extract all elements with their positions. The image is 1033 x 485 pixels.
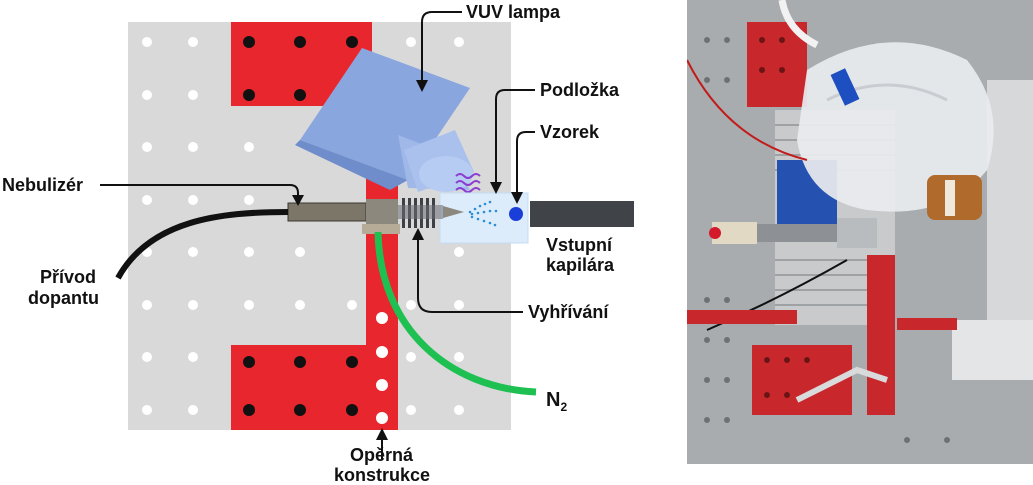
label-inlet-capillary-line1: Vstupní <box>546 235 613 255</box>
photo-of-setup-icon <box>687 0 1033 464</box>
label-nitrogen-subscript: 2 <box>560 400 567 414</box>
label-dopant-supply-line2: dopantu <box>28 288 99 308</box>
sample-dot <box>509 207 523 221</box>
nebulizer <box>287 198 464 234</box>
label-support-line1: Opěrná <box>350 445 414 465</box>
uv-waves-icon <box>455 173 481 193</box>
label-substrate: Podložka <box>540 80 620 100</box>
label-dopant-supply-line1: Přívod <box>40 267 96 287</box>
label-nebulizer: Nebulizér <box>2 175 83 195</box>
label-sample: Vzorek <box>540 122 600 142</box>
label-support-line2: konstrukce <box>334 465 430 485</box>
label-nitrogen: N2 <box>546 389 567 414</box>
leader-lines <box>100 11 535 460</box>
lower-bracket-holes <box>243 356 358 416</box>
arrowheads <box>292 80 523 440</box>
dopant-supply-tube <box>115 209 289 280</box>
label-heating: Vyhřívání <box>528 302 609 322</box>
label-inlet-capillary-line2: kapilára <box>546 255 615 275</box>
vertical-support-holes <box>376 312 388 424</box>
label-nitrogen-symbol: N <box>546 389 560 411</box>
spray-cone <box>468 200 498 227</box>
n2-tube <box>374 231 537 396</box>
setup-photo <box>687 0 1033 464</box>
ion-source-diagram: VUV lampa Podložka Vzorek Nebulizér Vstu… <box>2 2 634 485</box>
inlet-capillary <box>530 201 634 227</box>
label-vuv-lamp: VUV lampa <box>466 2 561 22</box>
